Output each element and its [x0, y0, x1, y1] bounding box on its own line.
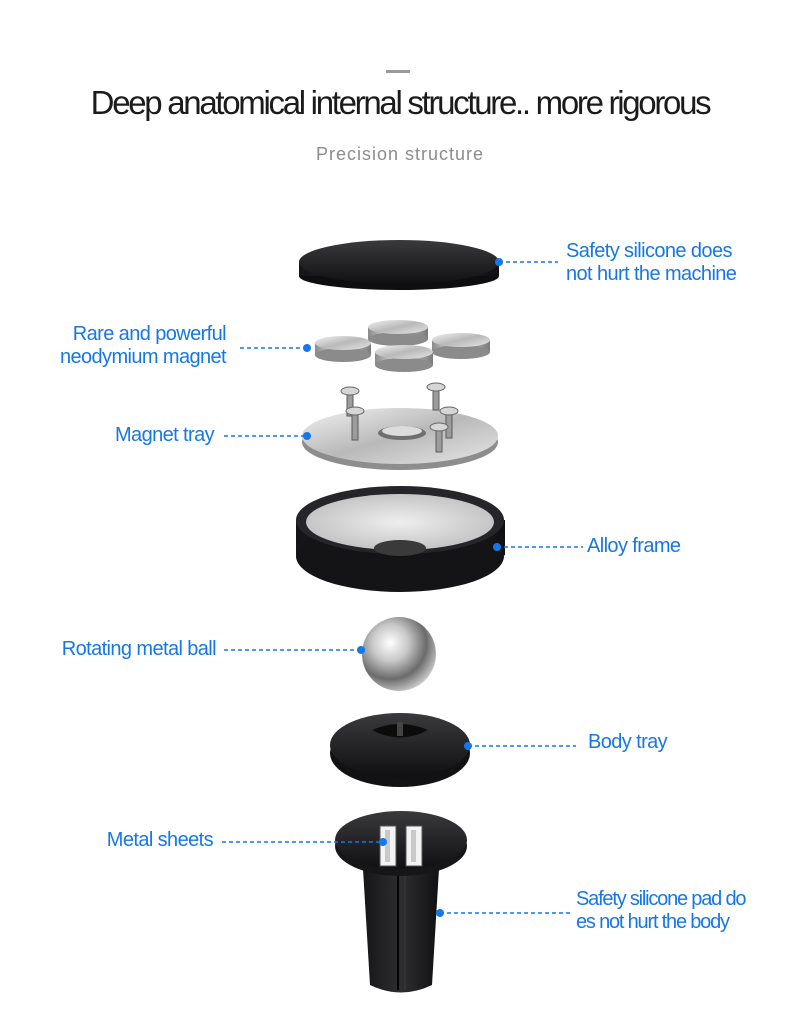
callout-metal-ball: Rotating metal ball — [61, 638, 217, 661]
callout-body-tray: Body tray — [588, 731, 668, 754]
callout-line: Safety silicone does — [566, 240, 732, 262]
callout-line: Body tray — [588, 731, 668, 753]
callout-line: not hurt the machine — [566, 263, 737, 285]
callout-metal-sheets: Metal sheets — [106, 829, 214, 852]
page-subtitle: Precision structure — [315, 144, 485, 164]
metal-ball-icon — [362, 617, 436, 691]
divider — [386, 70, 410, 73]
page-title: Deep anatomical internal structure.. mor… — [90, 84, 712, 121]
leader-lines — [222, 261, 583, 914]
silicone-disc-icon — [299, 240, 499, 290]
magnet-tray-icon — [302, 382, 498, 470]
alloy-frame-icon — [296, 486, 505, 592]
callout-line: Metal sheets — [106, 829, 214, 851]
callout-line: Safety silicone pad do — [576, 888, 746, 910]
callout-magnets: Rare and powerful neodymium magnet — [59, 323, 227, 369]
callout-magnet-tray: Magnet tray — [114, 424, 215, 447]
callout-line: es not hurt the body — [576, 911, 730, 933]
callout-line: Magnet tray — [114, 424, 215, 446]
body-tray-icon — [330, 713, 470, 787]
callout-line: Alloy frame — [587, 535, 681, 557]
callout-line: neodymium magnet — [59, 346, 227, 368]
callout-alloy-frame: Alloy frame — [587, 535, 681, 558]
callout-silicone-pad: Safety silicone pad do es not hurt the b… — [576, 888, 746, 934]
vent-clip-icon — [335, 811, 467, 993]
callout-line: Rare and powerful — [72, 323, 227, 345]
metal-sheets-icon — [379, 825, 423, 867]
magnet-icon — [315, 320, 490, 372]
callout-line: Rotating metal ball — [61, 638, 217, 660]
leader-dots — [303, 258, 503, 917]
callout-silicone-top: Safety silicone does not hurt the machin… — [566, 240, 737, 286]
